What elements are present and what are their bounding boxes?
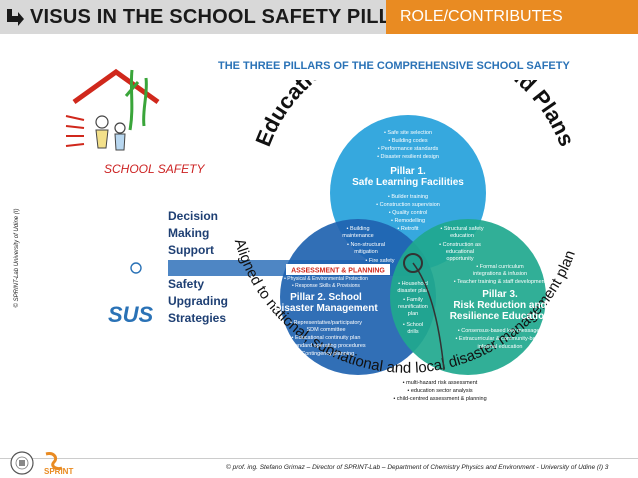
page-title: VISUS IN THE SCHOOL SAFETY PILLARS: [30, 6, 434, 28]
svg-text:education: education: [450, 233, 474, 239]
svg-text:• Response Skills & Provisions: • Response Skills & Provisions: [292, 283, 360, 289]
svg-text:• Fire safety: • Fire safety: [365, 258, 394, 264]
sprint-logo: SPRINT: [44, 452, 73, 476]
three-pillars-diagram: Education Sector Policies and Plans Alig…: [230, 80, 580, 402]
svg-text:educational: educational: [446, 249, 474, 255]
svg-text:• education sector analysis: • education sector analysis: [407, 388, 472, 394]
svg-text:reunification: reunification: [398, 304, 428, 310]
safety-line: Strategies: [168, 311, 227, 325]
svg-text:• Contingency planning: • Contingency planning: [298, 351, 354, 357]
svg-text:opportunity: opportunity: [446, 256, 473, 262]
svg-text:• Representative/participatory: • Representative/participatory: [290, 320, 362, 326]
svg-text:• Extracurricular & community-: • Extracurricular & community-based: [455, 336, 544, 342]
svg-text:• Physical & Environmental Pro: • Physical & Environmental Protection: [284, 276, 368, 282]
svg-text:plan: plan: [408, 311, 418, 317]
bottom-bullets: • multi-hazard risk assessment • educati…: [393, 380, 486, 402]
pillar1-top-bullets: • Safe site selection • Building codes •…: [377, 130, 439, 160]
pillar3-title1: Pillar 3.: [482, 289, 518, 300]
children-icon: [95, 115, 126, 151]
decision-line: Support: [168, 243, 214, 257]
svg-text:drills: drills: [407, 329, 419, 335]
safety-line: Safety: [168, 277, 205, 291]
connector-node-icon: [130, 262, 142, 274]
hazard-arrows-icon: [65, 115, 85, 147]
svg-text:• Family: • Family: [403, 297, 423, 303]
diagram-subtitle: THE THREE PILLARS OF THE COMPREHENSIVE S…: [218, 60, 570, 72]
svg-text:• Formal curriculum: • Formal curriculum: [476, 264, 524, 270]
svg-text:• Consensus-based key messages: • Consensus-based key messages: [458, 328, 543, 334]
svg-text:• Builder training: • Builder training: [388, 194, 428, 200]
svg-text:• Household: • Household: [398, 281, 428, 287]
assessment-label: ASSESSMENT & PLANNING: [291, 268, 385, 275]
connector-line: [412, 262, 445, 371]
svg-text:• School: • School: [403, 322, 423, 328]
svg-text:• Non-structural: • Non-structural: [347, 242, 385, 248]
svg-text:disaster plan: disaster plan: [397, 288, 428, 294]
pillar3-bottom-bullets: • Consensus-based key messages • Extracu…: [455, 328, 544, 350]
sus-logo: SUS: [108, 302, 154, 327]
side-credit: © SPRINT-Lab University of Udine (I): [14, 208, 20, 308]
svg-text:• Construction supervision: • Construction supervision: [376, 202, 440, 208]
svg-text:• Construction as: • Construction as: [439, 242, 481, 248]
svg-text:• Quality control: • Quality control: [389, 210, 428, 216]
svg-text:• Safe site selection: • Safe site selection: [384, 130, 432, 136]
svg-text:maintenance: maintenance: [342, 233, 374, 239]
svg-text:• Performance standards: • Performance standards: [378, 146, 439, 152]
header-tag: ROLE/CONTRIBUTES: [400, 8, 563, 25]
pillar2-title1: Pillar 2. School: [290, 292, 362, 303]
footer-credit: © prof. ing. Stefano Grimaz – Director o…: [226, 464, 609, 471]
assessment-box: [286, 264, 390, 275]
svg-text:mitigation: mitigation: [354, 249, 378, 255]
svg-text:integrations & infusion: integrations & infusion: [473, 271, 527, 277]
center-target-icon: [403, 253, 423, 273]
school-safety-label: SCHOOL SAFETY: [104, 162, 205, 176]
pillar3-circle: [390, 219, 546, 375]
header-bar: [0, 0, 386, 34]
header-tag-bar: [386, 0, 638, 34]
overlap12-bullets: • Building maintenance • Non-structural …: [342, 226, 395, 264]
school-safety-illustration: [65, 68, 160, 151]
decision-line: Making: [168, 226, 210, 240]
svg-text:• Remodelling: • Remodelling: [391, 218, 425, 224]
pillar2-bullets: • Representative/participatory SDM commi…: [286, 320, 366, 357]
svg-text:• Educational continuity plan: • Educational continuity plan: [292, 335, 361, 341]
pillar1-title1: Pillar 1.: [390, 166, 426, 177]
arrow-icon: [7, 9, 24, 26]
decision-line: Decision: [168, 209, 219, 223]
svg-text:• multi-hazard risk assessment: • multi-hazard risk assessment: [403, 380, 478, 386]
overlap23-bullets: • Household disaster plan • Family reuni…: [397, 281, 428, 335]
pillar1-bottom-bullets: • Builder training • Construction superv…: [376, 194, 440, 232]
pillar1-title2: Safe Learning Facilities: [352, 177, 464, 188]
overlap13-bullets: • Structural safety education • Construc…: [439, 226, 484, 262]
svg-text:SDM committee: SDM committee: [306, 327, 345, 333]
safety-line: Upgrading: [168, 294, 228, 308]
pillar3-title2: Risk Reduction and: [453, 300, 546, 311]
footer-divider: [0, 458, 638, 459]
pillar2-circle: [280, 219, 436, 375]
pillar2-top-lines: • Physical & Environmental Protection • …: [284, 276, 368, 289]
pillar2-title2: Disaster Management: [274, 303, 378, 314]
pillar3-top-bullets: • Formal curriculum integrations & infus…: [454, 264, 547, 285]
svg-text:• Teacher training & staff dev: • Teacher training & staff development: [454, 279, 547, 285]
safety-upgrading-strategies: Safety Upgrading Strategies: [168, 276, 228, 327]
svg-text:• Retrofit: • Retrofit: [397, 226, 419, 232]
university-seal-icon: [10, 451, 34, 475]
svg-text:• child-centred assessment & p: • child-centred assessment & planning: [393, 396, 486, 402]
svg-text:SPRINT: SPRINT: [44, 467, 73, 476]
svg-text:• Building: • Building: [346, 226, 369, 232]
pillar3-title3: Resilience Education: [450, 311, 551, 322]
decision-making-support: Decision Making Support: [168, 208, 218, 259]
svg-text:• Building codes: • Building codes: [388, 138, 427, 144]
svg-text:• Disaster resilient design: • Disaster resilient design: [377, 154, 439, 160]
svg-text:• Structural safety: • Structural safety: [440, 226, 483, 232]
svg-text:• Standard operating procedure: • Standard operating procedures: [286, 343, 366, 349]
svg-text:informal education: informal education: [478, 344, 523, 350]
